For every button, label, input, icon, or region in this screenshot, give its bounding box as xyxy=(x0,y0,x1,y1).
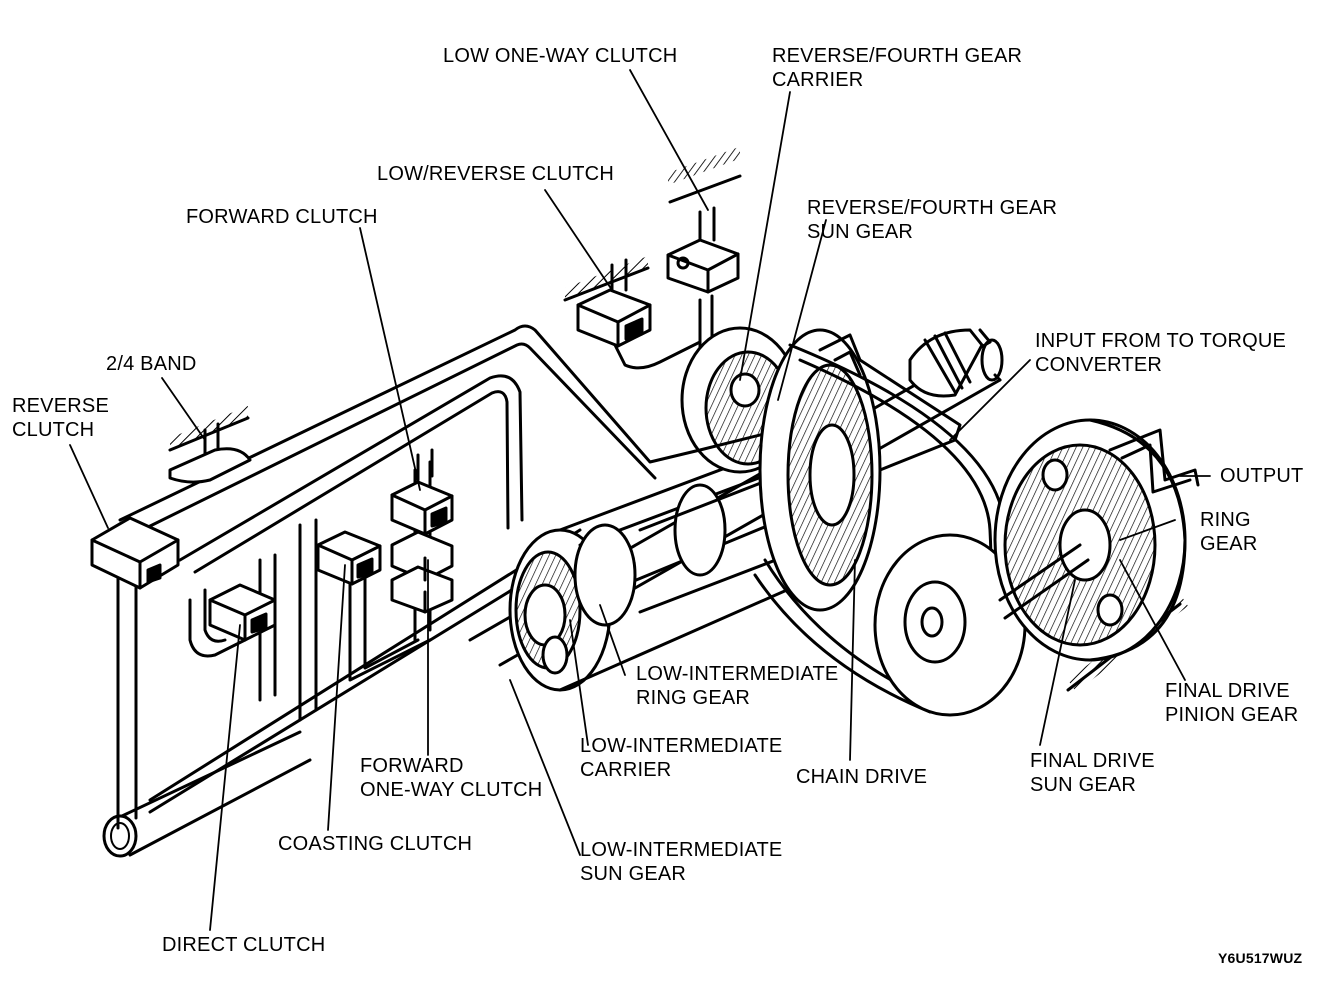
final-drive-ring-gear xyxy=(993,418,1187,662)
input-bracket xyxy=(818,333,962,472)
band-2-4-shape xyxy=(168,422,252,484)
label-low-one-way-clutch: LOW ONE-WAY CLUTCH xyxy=(443,45,678,67)
label-reverse-fourth-gear-carrier: REVERSE/FOURTH GEAR CARRIER xyxy=(772,45,1023,91)
low-reverse-clutch-shape xyxy=(576,258,702,370)
leader-lines xyxy=(69,69,1211,931)
forward-clutch-shape xyxy=(390,448,454,614)
label-low-intermediate-carrier: LOW-INTERMEDIATE CARRIER xyxy=(580,735,783,781)
label-coasting-clutch: COASTING CLUTCH xyxy=(278,833,473,855)
reverse-clutch-shape xyxy=(90,516,180,590)
label-forward-clutch: FORWARD CLUTCH xyxy=(186,206,378,228)
output-line xyxy=(1108,428,1200,494)
figure-code: Y6U517WUZ xyxy=(1218,950,1303,966)
coasting-clutch-shape xyxy=(316,530,382,586)
output-tube-left xyxy=(102,730,312,858)
label-2-4-band: 2/4 BAND xyxy=(106,353,197,375)
label-reverse-fourth-gear-sun-gear: REVERSE/FOURTH GEAR SUN GEAR xyxy=(807,197,1058,243)
driven-sprocket xyxy=(873,533,1027,717)
label-forward-one-way-clutch: FORWARD ONE-WAY CLUTCH xyxy=(360,755,543,801)
label-final-drive-sun-gear: FINAL DRIVE SUN GEAR xyxy=(1030,750,1155,796)
drive-sprocket xyxy=(758,328,882,612)
label-final-drive-pinion-gear: FINAL DRIVE PINION GEAR xyxy=(1165,680,1299,726)
label-low-reverse-clutch: LOW/REVERSE CLUTCH xyxy=(377,163,614,185)
label-output: OUTPUT xyxy=(1220,465,1304,487)
label-low-intermediate-ring-gear: LOW-INTERMEDIATE RING GEAR xyxy=(636,663,839,709)
label-chain-drive: CHAIN DRIVE xyxy=(796,766,928,788)
label-input-from-torque-converter: INPUT FROM TO TORQUE CONVERTER xyxy=(1035,330,1287,376)
label-reverse-clutch: REVERSE CLUTCH xyxy=(12,395,109,441)
ground-hatch-low-one-way xyxy=(668,146,742,204)
label-ring-gear: RING GEAR xyxy=(1200,509,1258,555)
label-low-intermediate-sun-gear: LOW-INTERMEDIATE SUN GEAR xyxy=(580,839,783,885)
direct-clutch-shape xyxy=(208,583,277,642)
ground-hatch-band xyxy=(168,406,250,452)
label-direct-clutch: DIRECT CLUTCH xyxy=(162,934,326,956)
